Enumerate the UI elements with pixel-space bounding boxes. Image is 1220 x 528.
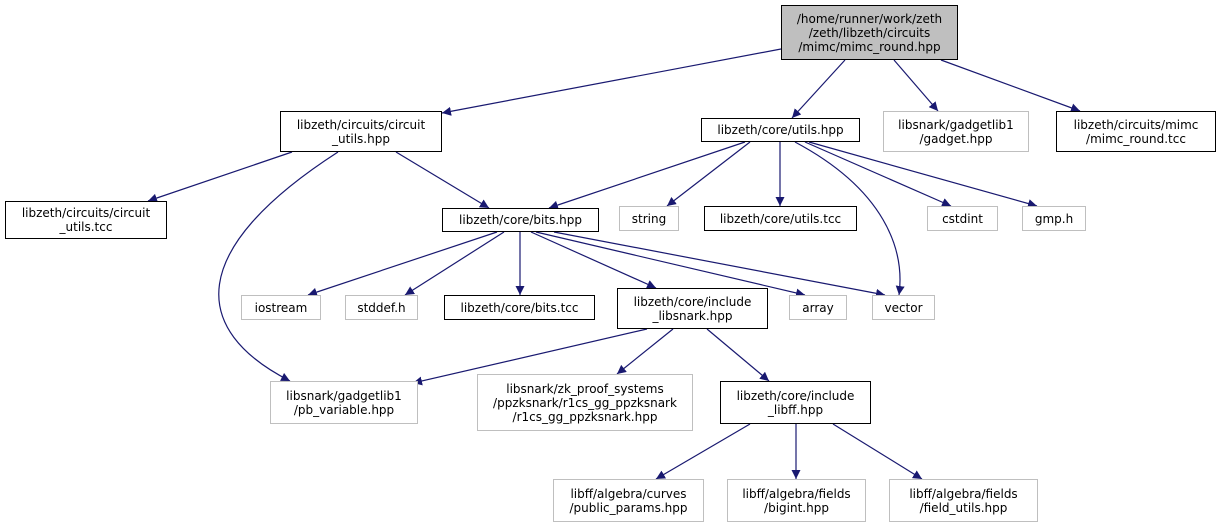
node-label-line: libzeth/circuits/mimc [1073, 117, 1199, 132]
node-label-line: libzeth/core/utils.hpp [717, 123, 844, 137]
node-label-line: gmp.h [1034, 211, 1074, 226]
edge-include_libff-to-field_utils [832, 423, 923, 480]
node-circuit-utils-hpp[interactable]: libzeth/circuits/circuit_utils.hpp [280, 111, 442, 152]
node-label-line: libff/algebra/curves [570, 486, 687, 501]
edge-core_utils_hpp-to-bits_hpp [548, 141, 746, 210]
node-label-line: /pb_variable.hpp [293, 402, 395, 417]
node-core-utils-hpp[interactable]: libzeth/core/utils.hpp [701, 118, 860, 142]
node-label-line: /gadget.hpp [919, 131, 993, 146]
node-pb-variable[interactable]: libsnark/gadgetlib1/pb_variable.hpp [270, 381, 418, 424]
node-label-line: libzeth/core/utils.tcc [719, 211, 842, 226]
node-gmp-h[interactable]: gmp.h [1022, 206, 1086, 231]
node-iostream[interactable]: iostream [241, 295, 321, 320]
edge-bits_hpp-to-stddef_h [404, 231, 505, 296]
node-label-line: /mimc/mimc_round.hpp [798, 39, 941, 54]
node-bits-tcc[interactable]: libzeth/core/bits.tcc [444, 295, 595, 320]
node-label-line: cstdint [942, 211, 983, 226]
node-label-line: /field_utils.hpp [919, 500, 1008, 515]
node-label-line: libzeth/core/bits.tcc [460, 300, 579, 315]
node-label-line: /zeth/libzeth/circuits [808, 25, 931, 40]
edge-include_libff-to-public_params [655, 423, 751, 480]
node-mimc-round-hpp: /home/runner/work/zeth/zeth/libzeth/circ… [781, 5, 958, 60]
node-label-line: /home/runner/work/zeth [796, 11, 943, 26]
node-circuit-utils-tcc[interactable]: libzeth/circuits/circuit_utils.tcc [5, 201, 167, 239]
edge-bits_hpp-to-iostream [307, 231, 498, 297]
node-label-line: libsnark/gadgetlib1 [898, 117, 1014, 132]
edge-mimc_round_hpp-to-gadget_hpp [893, 59, 939, 112]
node-field-utils[interactable]: libff/algebra/fields/field_utils.hpp [889, 479, 1038, 522]
edge-include_libsnark-to-r1cs_gg [616, 328, 674, 375]
node-label-line: iostream [254, 300, 308, 315]
edge-core_utils_hpp-to-vector [794, 141, 905, 296]
node-bits-hpp[interactable]: libzeth/core/bits.hpp [442, 208, 599, 232]
edge-circuit_utils_hpp-to-bits_hpp [395, 151, 490, 209]
node-bigint[interactable]: libff/algebra/fields/bigint.hpp [727, 479, 866, 522]
node-label-line: /mimc_round.tcc [1086, 131, 1186, 146]
node-label-line: /bigint.hpp [764, 500, 829, 515]
edge-mimc_round_hpp-to-circuit_utils_hpp [441, 48, 782, 116]
node-label-line: libff/algebra/fields [909, 486, 1018, 501]
node-label-line: libzeth/core/bits.hpp [459, 213, 582, 227]
node-label-line: vector [884, 300, 923, 315]
node-label-line: libzeth/circuits/circuit [296, 117, 426, 132]
node-cstdint[interactable]: cstdint [927, 206, 998, 231]
node-array[interactable]: array [789, 295, 847, 320]
node-label-line: string [631, 211, 667, 226]
node-label-line: /public_params.hpp [569, 500, 688, 515]
edge-include_libsnark-to-pb_variable [412, 328, 648, 386]
edge-core_utils_hpp-to-string [666, 141, 751, 207]
node-vector[interactable]: vector [872, 295, 935, 320]
edge-circuit_utils_hpp-to-pb_variable [218, 151, 339, 382]
node-r1cs-gg[interactable]: libsnark/zk_proof_systems/ppzksnark/r1cs… [477, 374, 693, 431]
node-mimc-round-tcc[interactable]: libzeth/circuits/mimc/mimc_round.tcc [1056, 111, 1216, 152]
node-label-line: libzeth/core/include [736, 388, 855, 403]
edge-bits_hpp-to-vector [553, 231, 886, 298]
node-label-line: _utils.hpp [332, 131, 390, 146]
node-label-line: stddef.h [357, 300, 406, 315]
edge-core_utils_hpp-to-gmp_h [808, 141, 1038, 208]
node-label-line: libsnark/gadgetlib1 [286, 388, 402, 403]
node-include-libff[interactable]: libzeth/core/include_libff.hpp [720, 381, 871, 424]
node-core-utils-tcc[interactable]: libzeth/core/utils.tcc [704, 206, 857, 231]
node-label-line: _utils.tcc [59, 220, 113, 234]
edge-bits_hpp-to-include_libsnark [530, 231, 657, 289]
edge-mimc_round_hpp-to-core_utils_hpp [791, 59, 846, 119]
node-label-line: libff/algebra/fields [742, 486, 851, 501]
edge-include_libsnark-to-include_libff [706, 328, 770, 382]
node-label-line: /ppzksnark/r1cs_gg_ppzksnark [493, 395, 677, 410]
node-label-line: libzeth/circuits/circuit [21, 206, 151, 220]
node-label-line: _libff.hpp [767, 402, 824, 417]
node-label-line: array [802, 300, 834, 315]
node-gadget-hpp[interactable]: libsnark/gadgetlib1/gadget.hpp [883, 111, 1029, 152]
node-label-line: /r1cs_gg_ppzksnark.hpp [512, 409, 658, 424]
node-include-libsnark[interactable]: libzeth/core/include_libsnark.hpp [617, 288, 768, 329]
node-stddef-h[interactable]: stddef.h [345, 295, 418, 320]
edge-bits_hpp-to-array [535, 231, 806, 298]
node-label-line: _libsnark.hpp [652, 308, 733, 323]
edge-circuit_utils_hpp-to-circuit_utils_tcc [147, 151, 293, 203]
node-label-line: libsnark/zk_proof_systems [506, 381, 664, 396]
node-public-params[interactable]: libff/algebra/curves/public_params.hpp [553, 479, 704, 522]
node-label-line: libzeth/core/include [633, 294, 752, 309]
edge-mimc_round_hpp-to-mimc_round_tcc [940, 59, 1081, 113]
node-string[interactable]: string [619, 206, 679, 231]
edge-core_utils_hpp-to-cstdint [804, 141, 952, 207]
